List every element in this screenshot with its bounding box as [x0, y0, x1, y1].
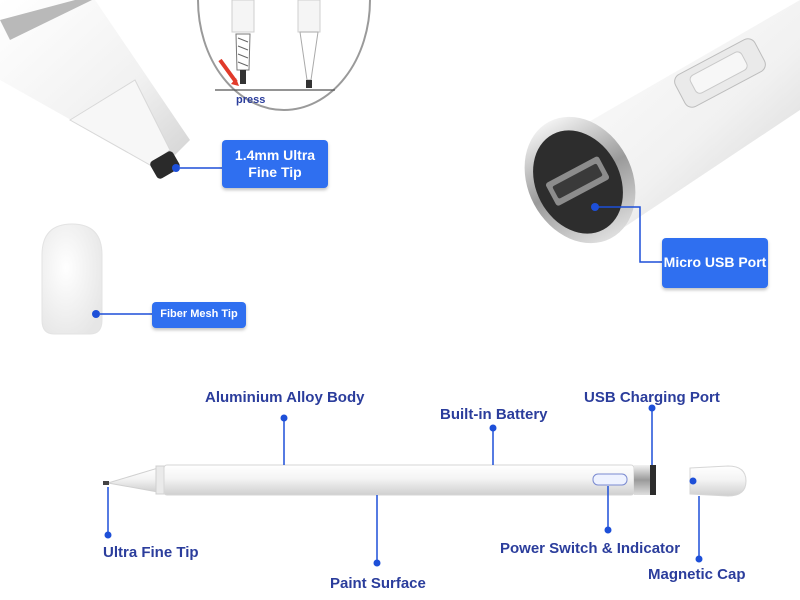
label-aluminium-body: Aluminium Alloy Body: [205, 389, 365, 406]
tip-closeup: [0, 0, 190, 179]
full-pen: [103, 464, 747, 497]
fiber-mesh-callout: Fiber Mesh Tip: [152, 302, 246, 328]
fiber-mesh-tip-image: [41, 223, 103, 335]
label-magnetic-cap: Magnetic Cap: [648, 566, 746, 583]
label-built-in-battery: Built-in Battery: [440, 406, 548, 423]
pen-pointer-lines: [107, 408, 700, 563]
pen-pointer-dots: [104, 404, 703, 567]
label-power-switch: Power Switch & Indicator: [500, 540, 681, 557]
usb-closeup: [524, 0, 800, 244]
press-label: press: [236, 94, 266, 106]
label-ultra-fine-tip: Ultra Fine Tip: [103, 544, 199, 561]
fine-tip-callout: 1.4mm Ultra Fine Tip: [222, 140, 328, 188]
micro-usb-callout: Micro USB Port: [662, 238, 768, 288]
label-usb-charging-port: USB Charging Port: [584, 389, 720, 406]
label-paint-surface: Paint Surface: [330, 575, 426, 592]
press-inset: [197, 0, 371, 111]
callout-lines: [100, 167, 662, 315]
